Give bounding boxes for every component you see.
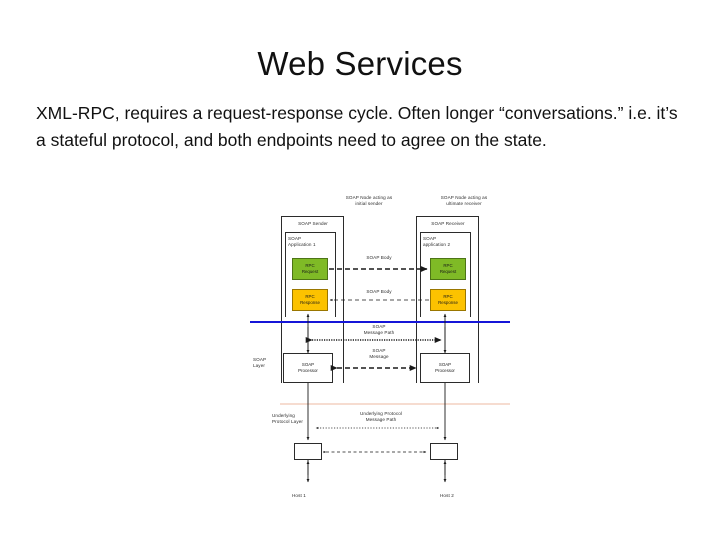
- app-left-right-border: [335, 232, 336, 317]
- underlying-protocol-layer-label: Underlying Protocol Layer: [272, 413, 304, 425]
- underlying-protocol-divider: [280, 403, 510, 406]
- soap-body-label-bottom: SOAP Body: [366, 289, 392, 294]
- sender-container-top-border: [281, 216, 344, 217]
- underlying-protocol-message-path-label: Underlying Protocol Message Path: [360, 411, 402, 423]
- rpc-response-box-left: RPC Response: [292, 289, 328, 311]
- receiver-label: SOAP Receiver: [431, 221, 465, 226]
- sender-container-left-border: [281, 216, 282, 383]
- rpc-response-box-right: RPC Response: [430, 289, 466, 311]
- app-right-left-border: [420, 232, 421, 317]
- app-right-right-border: [470, 232, 471, 317]
- slide-body-text: XML-RPC, requires a request-response cyc…: [36, 103, 678, 150]
- soap-message-label: SOAP Message: [369, 348, 389, 360]
- rpc-request-box-right: RPC Request: [430, 258, 466, 280]
- caption-left-node: SOAP Node acting as initial sender: [345, 195, 393, 207]
- rpc-request-box-left: RPC Request: [292, 258, 328, 280]
- caption-right-node: SOAP Node acting as ultimate receiver: [440, 195, 488, 207]
- app-left-label: SOAP Application 1: [288, 236, 316, 248]
- app-left-left-border: [285, 232, 286, 317]
- app-right-label: SOAP application 2: [423, 236, 451, 248]
- soap-layer-label: SOAP Layer: [253, 357, 267, 369]
- app-left-top-border: [285, 232, 335, 233]
- sender-label: SOAP Sender: [298, 221, 328, 226]
- receiver-container-top-border: [416, 216, 479, 217]
- soap-architecture-diagram: SOAP Node acting as initial sender SOAP …: [250, 185, 510, 515]
- host-left-label: Host 1: [292, 493, 306, 498]
- receiver-container-left-border: [416, 216, 417, 383]
- sender-container-right-border: [343, 216, 344, 383]
- soap-body-label-top: SOAP Body: [366, 255, 392, 260]
- host-right-label: Host 2: [440, 493, 454, 498]
- protocol-box-right: [430, 443, 458, 460]
- soap-message-path-label: SOAP Message Path: [363, 324, 395, 336]
- soap-message-path-divider: [250, 321, 510, 323]
- soap-processor-box-right: SOAP Processor: [420, 353, 470, 383]
- soap-processor-box-left: SOAP Processor: [283, 353, 333, 383]
- receiver-container-right-border: [478, 216, 479, 383]
- app-right-top-border: [420, 232, 470, 233]
- protocol-box-left: [294, 443, 322, 460]
- page-title: Web Services: [257, 45, 463, 82]
- diagram-canvas: SOAP Node acting as initial sender SOAP …: [250, 185, 510, 515]
- diagram-connectors: [305, 265, 447, 483]
